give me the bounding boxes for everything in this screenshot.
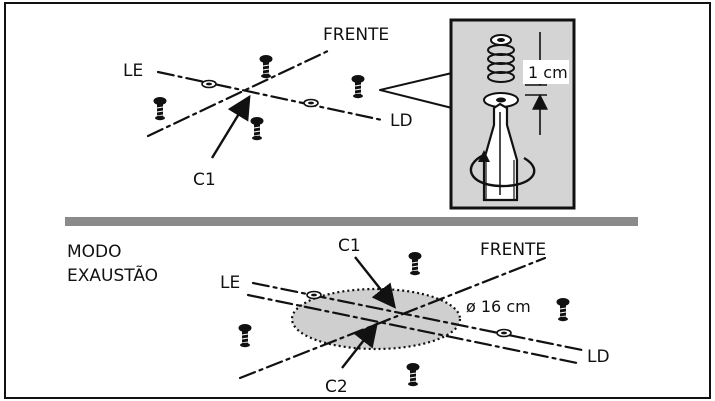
gap-label: 1 cm (528, 63, 568, 82)
top-left-label: LE (123, 61, 143, 81)
top-diagram: FRENTE LE LD C1 (123, 25, 453, 190)
bottom-front-label: FRENTE (480, 240, 546, 260)
bottom-c2-label: C2 (325, 377, 348, 397)
front-axis-line (238, 256, 547, 380)
hole-icon (306, 290, 322, 300)
top-right-label: LD (390, 111, 413, 131)
hole-icon (303, 98, 319, 108)
side-axis-line-1 (251, 281, 584, 352)
detail-inset: 1 cm (449, 18, 576, 210)
hole-icon (201, 79, 217, 89)
c1-arrow-icon (210, 94, 251, 159)
spring-screw-icon (483, 34, 519, 108)
bottom-left-label: LE (220, 273, 240, 293)
hole-icon (496, 328, 512, 338)
top-c1-label: C1 (193, 170, 216, 190)
c2-arrow-icon (341, 322, 378, 369)
rotation-arrow-icon (469, 153, 536, 188)
diameter-label: ø 16 cm (466, 297, 531, 316)
bottom-c1-label: C1 (338, 236, 361, 256)
bottom-diagram: MODO EXAUSTÃO C1 FRENTE LE LD C2 ø 16 cm (67, 236, 610, 397)
front-axis-line (146, 48, 332, 138)
c1-arrow-icon (354, 256, 396, 309)
bottom-right-label: LD (587, 347, 610, 367)
section-divider (65, 217, 638, 226)
top-front-label: FRENTE (323, 25, 389, 45)
fan-area-circle (290, 287, 462, 351)
mode-line-1: MODO (67, 242, 122, 262)
side-axis-line (156, 70, 384, 122)
mode-line-2: EXAUSTÃO (67, 264, 158, 286)
side-axis-line-2 (246, 293, 579, 365)
screwdriver-icon (482, 102, 519, 202)
